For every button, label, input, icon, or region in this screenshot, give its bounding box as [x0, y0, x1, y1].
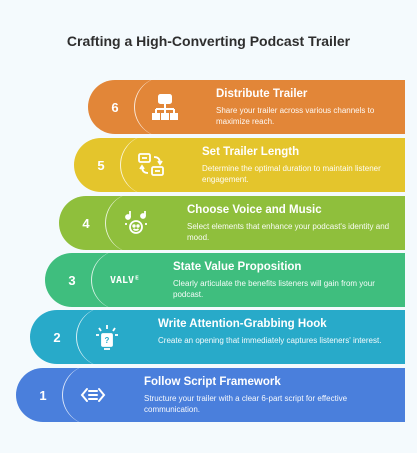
step-text: Follow Script Framework Structure your t…: [144, 376, 391, 415]
step-5: 5 Set Trailer Length Determine the optim…: [74, 135, 405, 195]
step-title: Follow Script Framework: [144, 376, 281, 388]
step-description: Clearly articulate the benefits listener…: [173, 279, 375, 299]
valve-text-icon: VALVᴱ: [105, 263, 145, 297]
step-description: Create an opening that immediately captu…: [158, 336, 382, 345]
step-divider: [62, 365, 122, 425]
step-text: Set Trailer Length Determine the optimal…: [202, 146, 391, 185]
step-text: Choose Voice and Music Select elements t…: [187, 204, 391, 243]
step-title: Distribute Trailer: [216, 88, 308, 100]
step-number: 1: [39, 387, 47, 403]
code-script-icon: [76, 378, 110, 412]
step-6: 6 Distribute Trailer Share your trailer …: [88, 77, 405, 137]
step-title: Write Attention-Grabbing Hook: [158, 318, 327, 330]
step-number: 4: [82, 215, 90, 231]
step-1: 1 Follow Script Framework Structure your…: [16, 365, 405, 425]
step-divider: [76, 307, 136, 367]
page-title: Crafting a High-Converting Podcast Trail…: [66, 33, 351, 49]
valve-icon-text: VALVᴱ: [109, 274, 141, 286]
step-divider: [134, 77, 194, 137]
voice-music-icon: [119, 206, 153, 240]
step-description: Structure your trailer with a clear 6-pa…: [144, 394, 348, 414]
svg-text:?: ?: [105, 336, 110, 345]
step-4: 4 Choose Voice and Music Select elements…: [59, 193, 405, 253]
step-description: Select elements that enhance your podcas…: [187, 222, 390, 242]
step-3: 3 VALVᴱ State Value Proposition Clearly …: [45, 250, 405, 310]
step-divider: [91, 250, 151, 310]
step-number: 3: [68, 272, 76, 288]
step-title: Choose Voice and Music: [187, 204, 322, 216]
step-title: Set Trailer Length: [202, 146, 300, 158]
step-number: 5: [97, 157, 105, 173]
step-number: 2: [53, 329, 61, 345]
step-text: Write Attention-Grabbing Hook Create an …: [158, 318, 391, 347]
step-2: 2 ? Write Attention-Grabbing Hook Create…: [30, 307, 405, 367]
step-number: 6: [111, 99, 119, 115]
swap-duration-icon: [134, 148, 168, 182]
lightbulb-hook-icon: ?: [90, 320, 124, 354]
step-description: Determine the optimal duration to mainta…: [202, 164, 381, 184]
step-text: Distribute Trailer Share your trailer ac…: [216, 88, 391, 127]
distribution-network-icon: [148, 90, 182, 124]
step-divider: [105, 193, 165, 253]
step-title: State Value Proposition: [173, 261, 302, 273]
step-divider: [120, 135, 180, 195]
step-description: Share your trailer across various channe…: [216, 106, 375, 126]
step-text: State Value Proposition Clearly articula…: [173, 261, 391, 300]
